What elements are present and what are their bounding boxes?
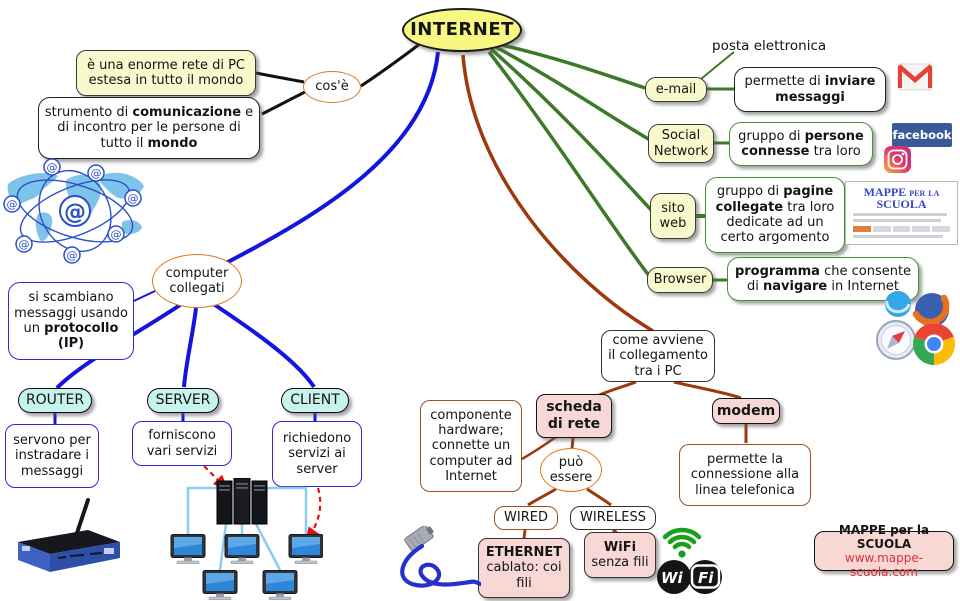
internet-root-node: INTERNET [402, 8, 522, 52]
cose-connector: cos'è [303, 71, 361, 103]
long-definition-text: strumento di comunicazione e di incontro… [44, 105, 254, 151]
posta-elettronica-label: posta elettronica [712, 38, 827, 54]
social-desc-text: gruppo di persone connesse tra loro [738, 128, 864, 159]
email-label: e-mail [655, 81, 697, 97]
computer-collegati-label: computer collegati [165, 265, 229, 296]
wired-node: WIRED [494, 506, 558, 530]
modem-desc-text: permette la connessione alla linea telef… [690, 452, 800, 498]
browser-desc-text: programma che consente di navigare in In… [734, 263, 912, 294]
wireless-node: WIRELESS [570, 506, 656, 530]
browser-icons [876, 291, 955, 365]
social-desc-box: gruppo di persone connesse tra loro [729, 122, 873, 166]
sito-web-desc-box: gruppo di pagine collegate tra loro dedi… [705, 177, 845, 253]
client-label: CLIENT [290, 392, 340, 409]
wired-label: WIRED [504, 510, 548, 526]
brand-badge: MAPPE per la SCUOLA www.mappe-scuola.com [814, 523, 954, 579]
cose-label: cos'è [315, 79, 349, 95]
svg-text:@: @ [128, 192, 139, 205]
email-node: e-mail [645, 77, 707, 102]
server-desc-text: forniscono vari servizi [146, 428, 218, 459]
website-thumbnail-title: MAPPE per la SCUOLA [863, 185, 940, 211]
svg-text:@: @ [7, 198, 18, 211]
wifi-label: WiFi [603, 539, 637, 555]
browser-label: Browser [653, 272, 707, 288]
wireless-label: WIRELESS [580, 510, 646, 526]
brand-name: MAPPE per la SCUOLA [838, 522, 930, 551]
router-desc-box: servono per instradare i messaggi [5, 424, 99, 488]
gmail-icon [897, 63, 933, 91]
wifi-logo-icon: Wi Fi [657, 560, 722, 594]
svg-text:Fi: Fi [698, 569, 714, 587]
router-desc-text: servono per instradare i messaggi [13, 433, 91, 479]
modem-node: modem [712, 398, 780, 424]
sito-web-node: sito web [650, 193, 696, 239]
server-desc-box: forniscono vari servizi [132, 421, 232, 466]
svg-text:@: @ [67, 249, 78, 262]
router-image [18, 498, 120, 572]
long-definition-box: strumento di comunicazione e di incontro… [38, 97, 260, 159]
client-desc-text: richiedono servizi ai server [282, 431, 352, 477]
short-definition-text: è una enorme rete di PC estesa in tutto … [86, 57, 245, 88]
wifi-box: WiFi senza fili [584, 532, 656, 578]
svg-text:@: @ [47, 161, 58, 174]
facebook-icon: facebook [892, 123, 952, 147]
brand-url: www.mappe-scuola.com [844, 551, 924, 580]
sito-web-label: sito web [659, 200, 687, 231]
network-card-desc-text: componente hardware; connette un compute… [429, 407, 513, 484]
browser-node: Browser [647, 267, 713, 293]
client-node: CLIENT [281, 388, 349, 413]
puo-essere-connector: può essere [540, 448, 602, 492]
network-image [170, 478, 323, 600]
protocol-note-box: si scambiano messaggi usando un protocol… [8, 282, 134, 360]
router-node: ROUTER [18, 388, 92, 413]
ethernet-cable-icon [400, 526, 481, 588]
email-desc-text: permette di inviare messaggi [744, 74, 876, 105]
wifi-desc-text: senza fili [591, 555, 649, 570]
server-node: SERVER [147, 388, 219, 413]
browser-desc-box: programma che consente di navigare in In… [727, 257, 919, 301]
svg-text:@: @ [64, 200, 86, 225]
svg-text:@: @ [111, 228, 122, 241]
connection-label: come avviene il collegamento tra i PC [608, 333, 708, 379]
modem-desc-box: permette la connessione alla linea telef… [679, 444, 811, 506]
network-card-label: scheda di rete [546, 399, 602, 432]
connection-node: come avviene il collegamento tra i PC [601, 330, 715, 382]
svg-text:@: @ [19, 238, 30, 251]
ethernet-box: ETHERNET cablato: coi fili [478, 538, 570, 598]
internet-label: INTERNET [410, 19, 514, 41]
client-desc-box: richiedono servizi ai server [272, 421, 362, 487]
wifi-signal-icon [662, 527, 702, 558]
router-label: ROUTER [25, 392, 85, 409]
social-network-node: Social Network [648, 124, 714, 163]
ethernet-label: ETHERNET [485, 545, 563, 560]
website-thumbnail: MAPPE per la SCUOLA [845, 181, 958, 245]
email-desc-box: permette di inviare messaggi [734, 67, 886, 112]
world-map-icon: @ @ @ @ @ @ @ @ [3, 158, 144, 264]
protocol-note-text: si scambiano messaggi usando un protocol… [14, 290, 128, 352]
svg-text:Wi: Wi [661, 569, 684, 587]
server-label: SERVER [155, 392, 211, 409]
instagram-icon [884, 146, 911, 173]
ethernet-desc-text: cablato: coi fili [486, 560, 562, 591]
chrome-icon [913, 323, 955, 365]
network-card-node: scheda di rete [536, 394, 612, 438]
short-definition-box: è una enorme rete di PC estesa in tutto … [76, 50, 256, 96]
modem-label: modem [716, 402, 776, 419]
sito-web-desc-text: gruppo di pagine collegate tra loro dedi… [715, 184, 835, 246]
network-card-desc-box: componente hardware; connette un compute… [420, 400, 522, 492]
svg-text:@: @ [91, 167, 102, 180]
puo-essere-label: può essere [549, 454, 593, 485]
social-network-label: Social Network [653, 128, 709, 159]
computer-collegati-node: computer collegati [152, 254, 242, 308]
